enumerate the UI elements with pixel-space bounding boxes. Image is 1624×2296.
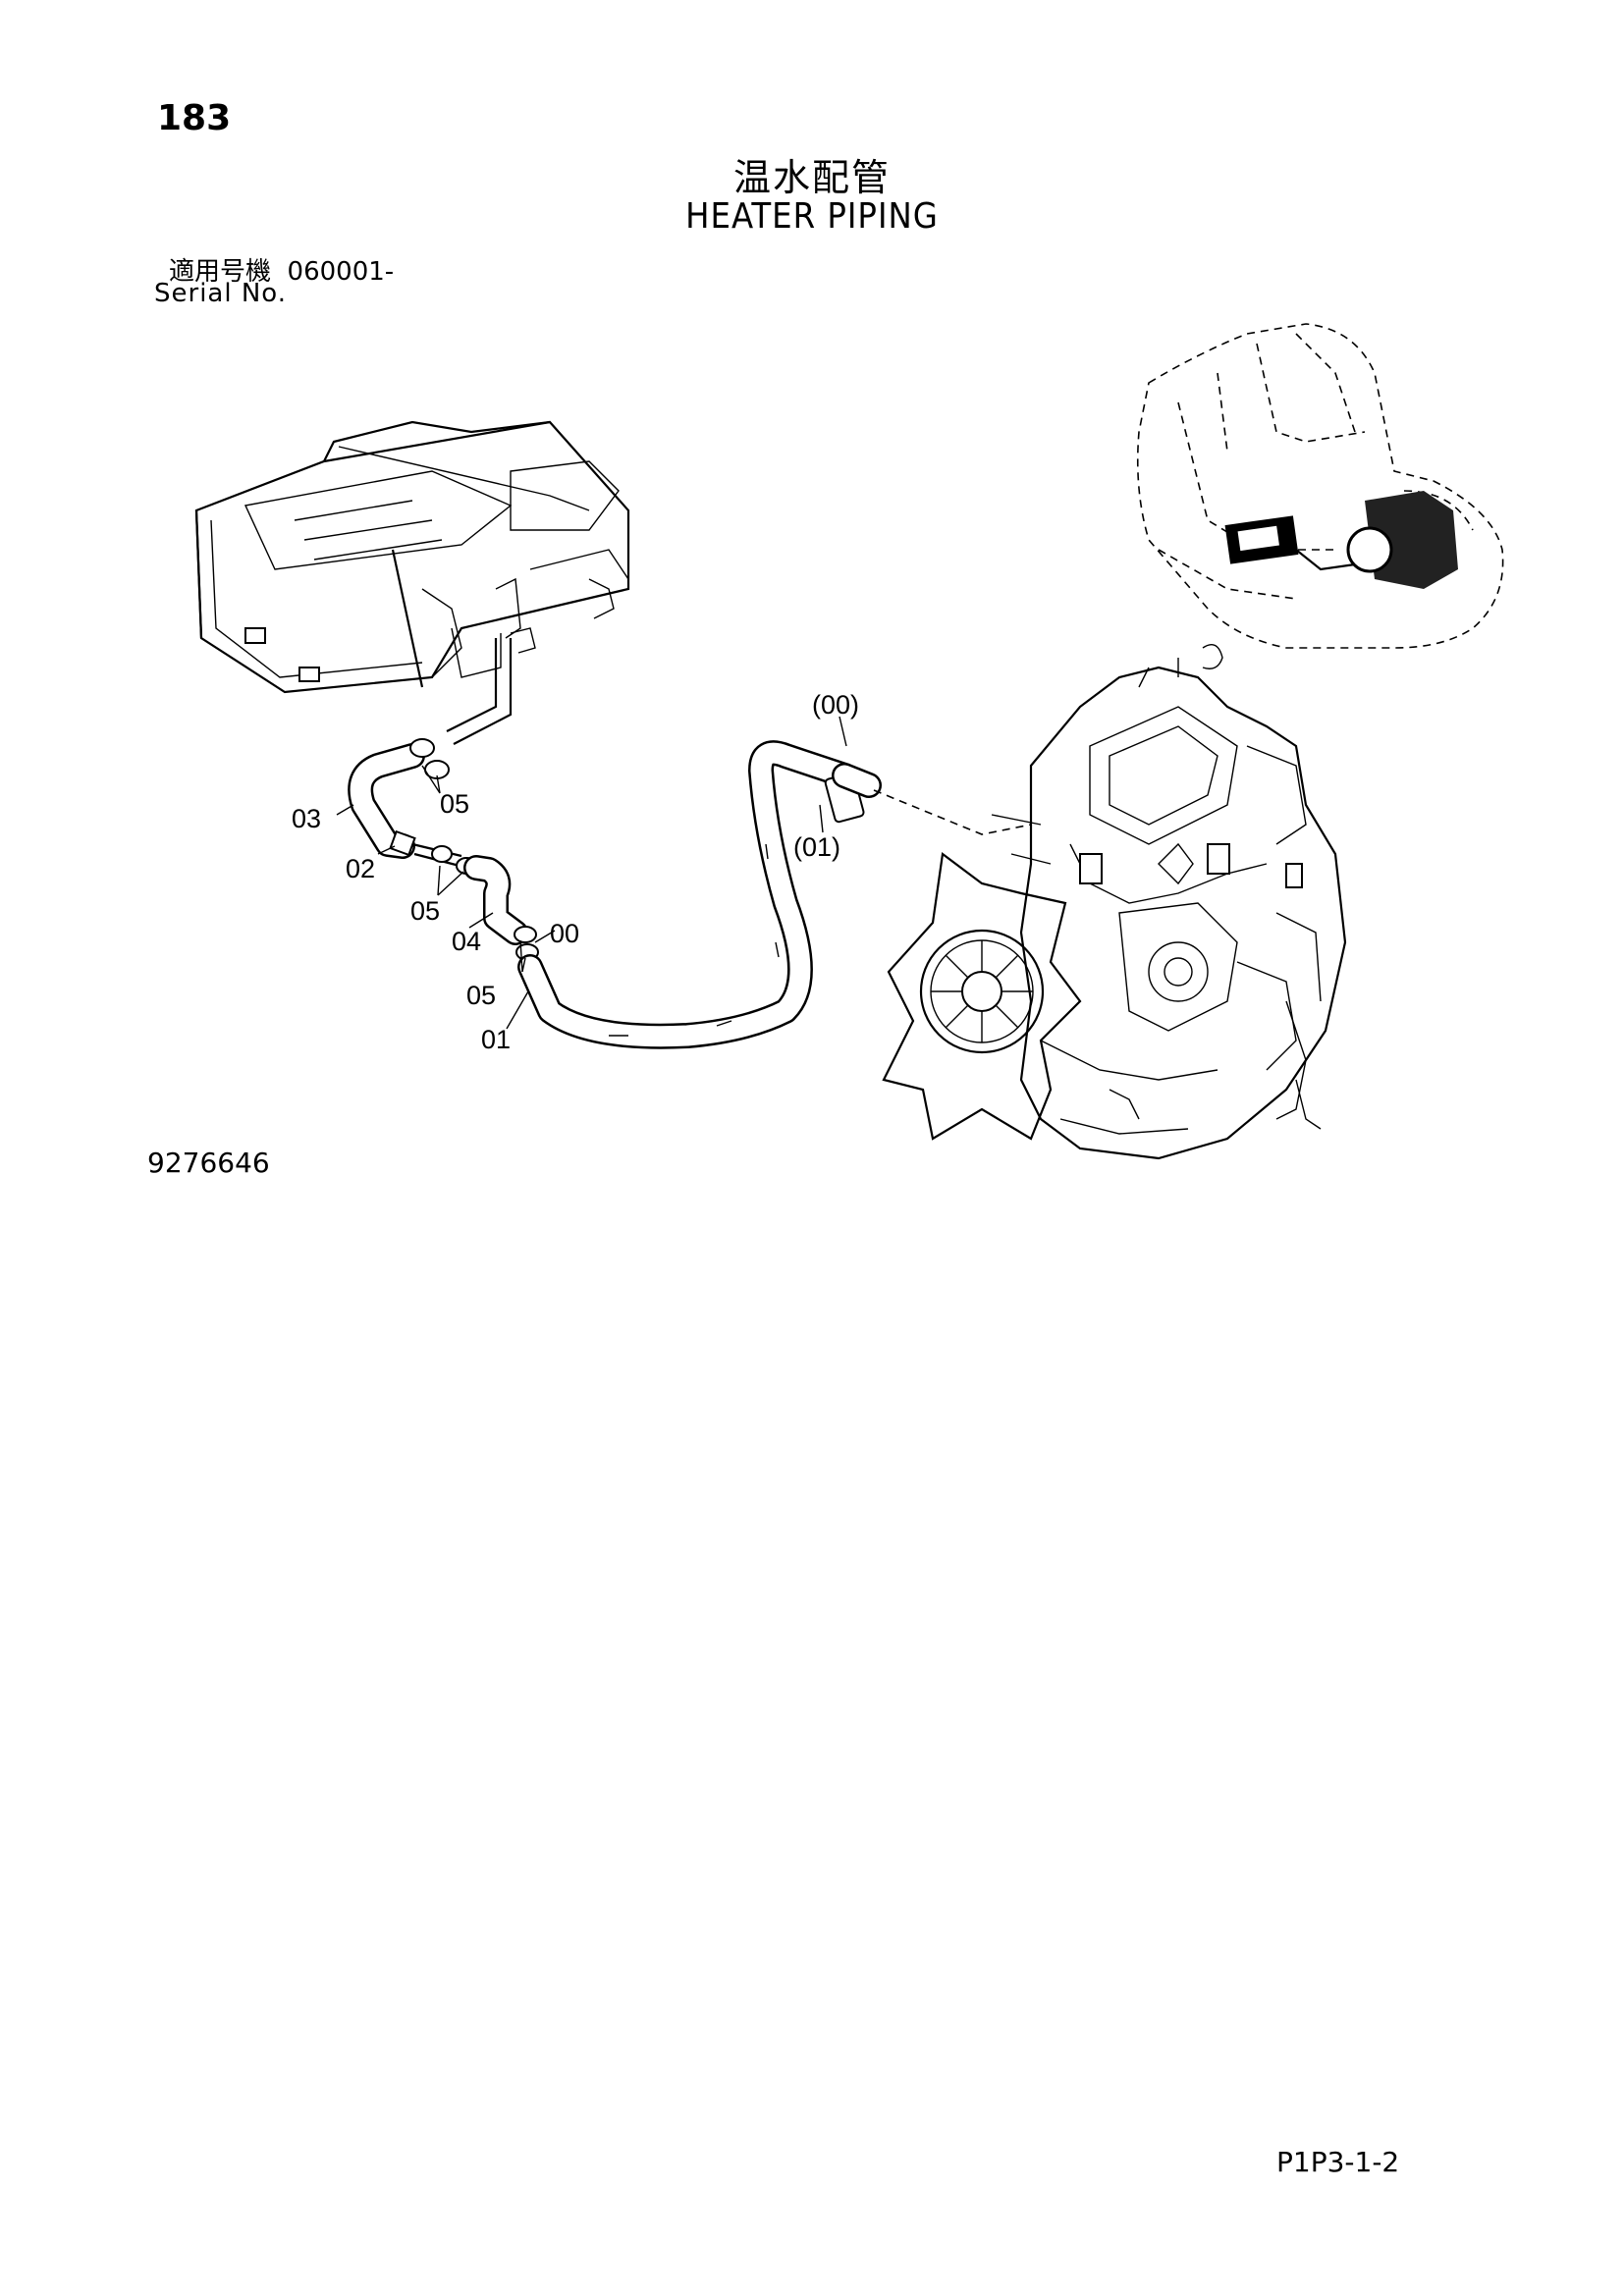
drawing-number: 9276646	[147, 1147, 270, 1179]
page-title-english: HEATER PIPING	[685, 196, 939, 237]
callout-leaders	[336, 716, 847, 1030]
callout-03: 03	[292, 804, 321, 833]
hose-03-02	[348, 738, 462, 868]
callout-05-middle: 05	[410, 896, 440, 926]
serial-label-japanese: 適用号機 060001-	[169, 251, 394, 288]
serial-label-english: Serial No.	[154, 279, 287, 308]
page-title-japanese: 温水配管	[732, 156, 891, 199]
callout-05-upper: 05	[440, 789, 469, 819]
serial-number-value: 060001-	[287, 257, 395, 287]
heater-outlet-pipe	[446, 638, 513, 745]
hose-01	[517, 740, 1032, 1049]
callout-01-paren: (01)	[793, 832, 840, 862]
callout-02: 02	[346, 854, 375, 883]
serial-label-jp-text: 適用号機	[169, 257, 272, 287]
page-number: 183	[157, 98, 232, 138]
page-reference: P1P3-1-2	[1276, 2146, 1400, 2178]
engine-drawing	[991, 644, 1347, 1160]
callout-00: 00	[550, 919, 579, 948]
excavator-cab-outline	[1136, 323, 1504, 649]
callout-04: 04	[452, 927, 481, 956]
callout-01: 01	[481, 1025, 511, 1054]
engine-fan-drawing	[882, 852, 1082, 1141]
callout-05-lower: 05	[466, 981, 496, 1010]
callout-00-paren: (00)	[812, 690, 859, 720]
heater-unit-drawing	[194, 420, 630, 694]
